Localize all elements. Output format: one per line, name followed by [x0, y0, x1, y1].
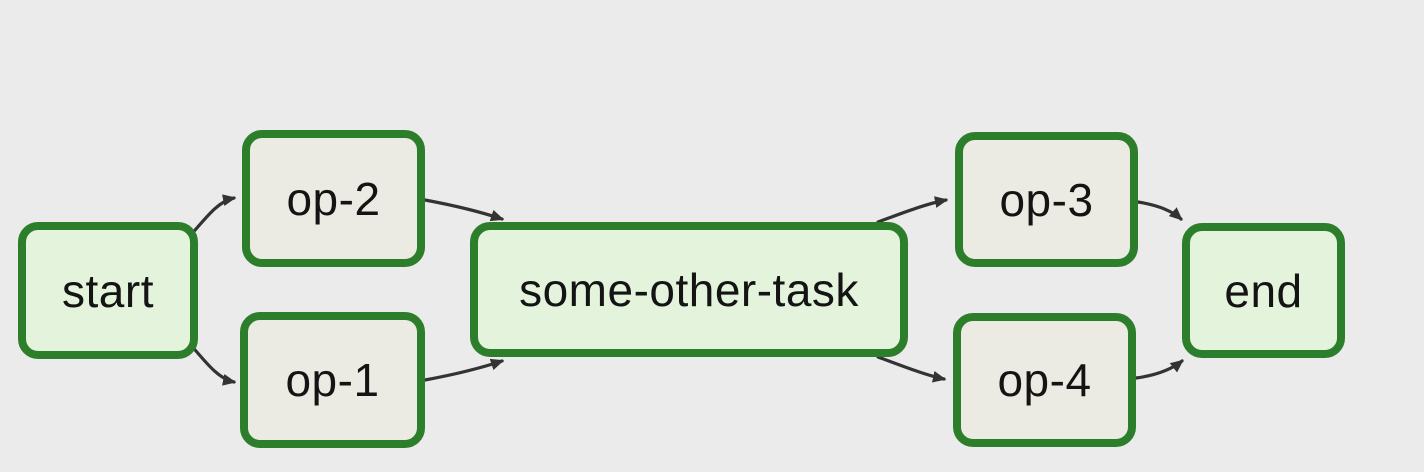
node-end-label: end — [1224, 264, 1303, 317]
node-op-3-label: op-3 — [999, 173, 1094, 226]
node-op-3[interactable]: op-3 — [955, 132, 1138, 267]
node-op-2[interactable]: op-2 — [242, 130, 425, 267]
node-op-4[interactable]: op-4 — [953, 313, 1136, 447]
node-op-1-label: op-1 — [285, 354, 380, 406]
edge-op-1-to-some-other-task — [423, 358, 505, 382]
edge-start-to-op-2 — [188, 194, 237, 238]
node-end[interactable]: end — [1182, 223, 1345, 358]
edge-start-to-op-1 — [188, 342, 237, 386]
node-some-other-task[interactable]: some-other-task — [470, 222, 908, 357]
node-some-other-task-label: some-other-task — [519, 263, 859, 316]
node-op-2-label: op-2 — [286, 172, 381, 225]
node-start[interactable]: start — [18, 222, 198, 359]
node-start-label: start — [62, 264, 154, 317]
edge-op-3-to-end — [1136, 200, 1183, 221]
node-op-4-label: op-4 — [997, 354, 1092, 406]
edge-some-other-task-to-op-4 — [876, 355, 947, 383]
node-op-1[interactable]: op-1 — [240, 312, 425, 448]
edge-op-2-to-some-other-task — [423, 198, 505, 222]
edge-some-other-task-to-op-3 — [876, 196, 949, 224]
edge-op-4-to-end — [1134, 359, 1184, 380]
